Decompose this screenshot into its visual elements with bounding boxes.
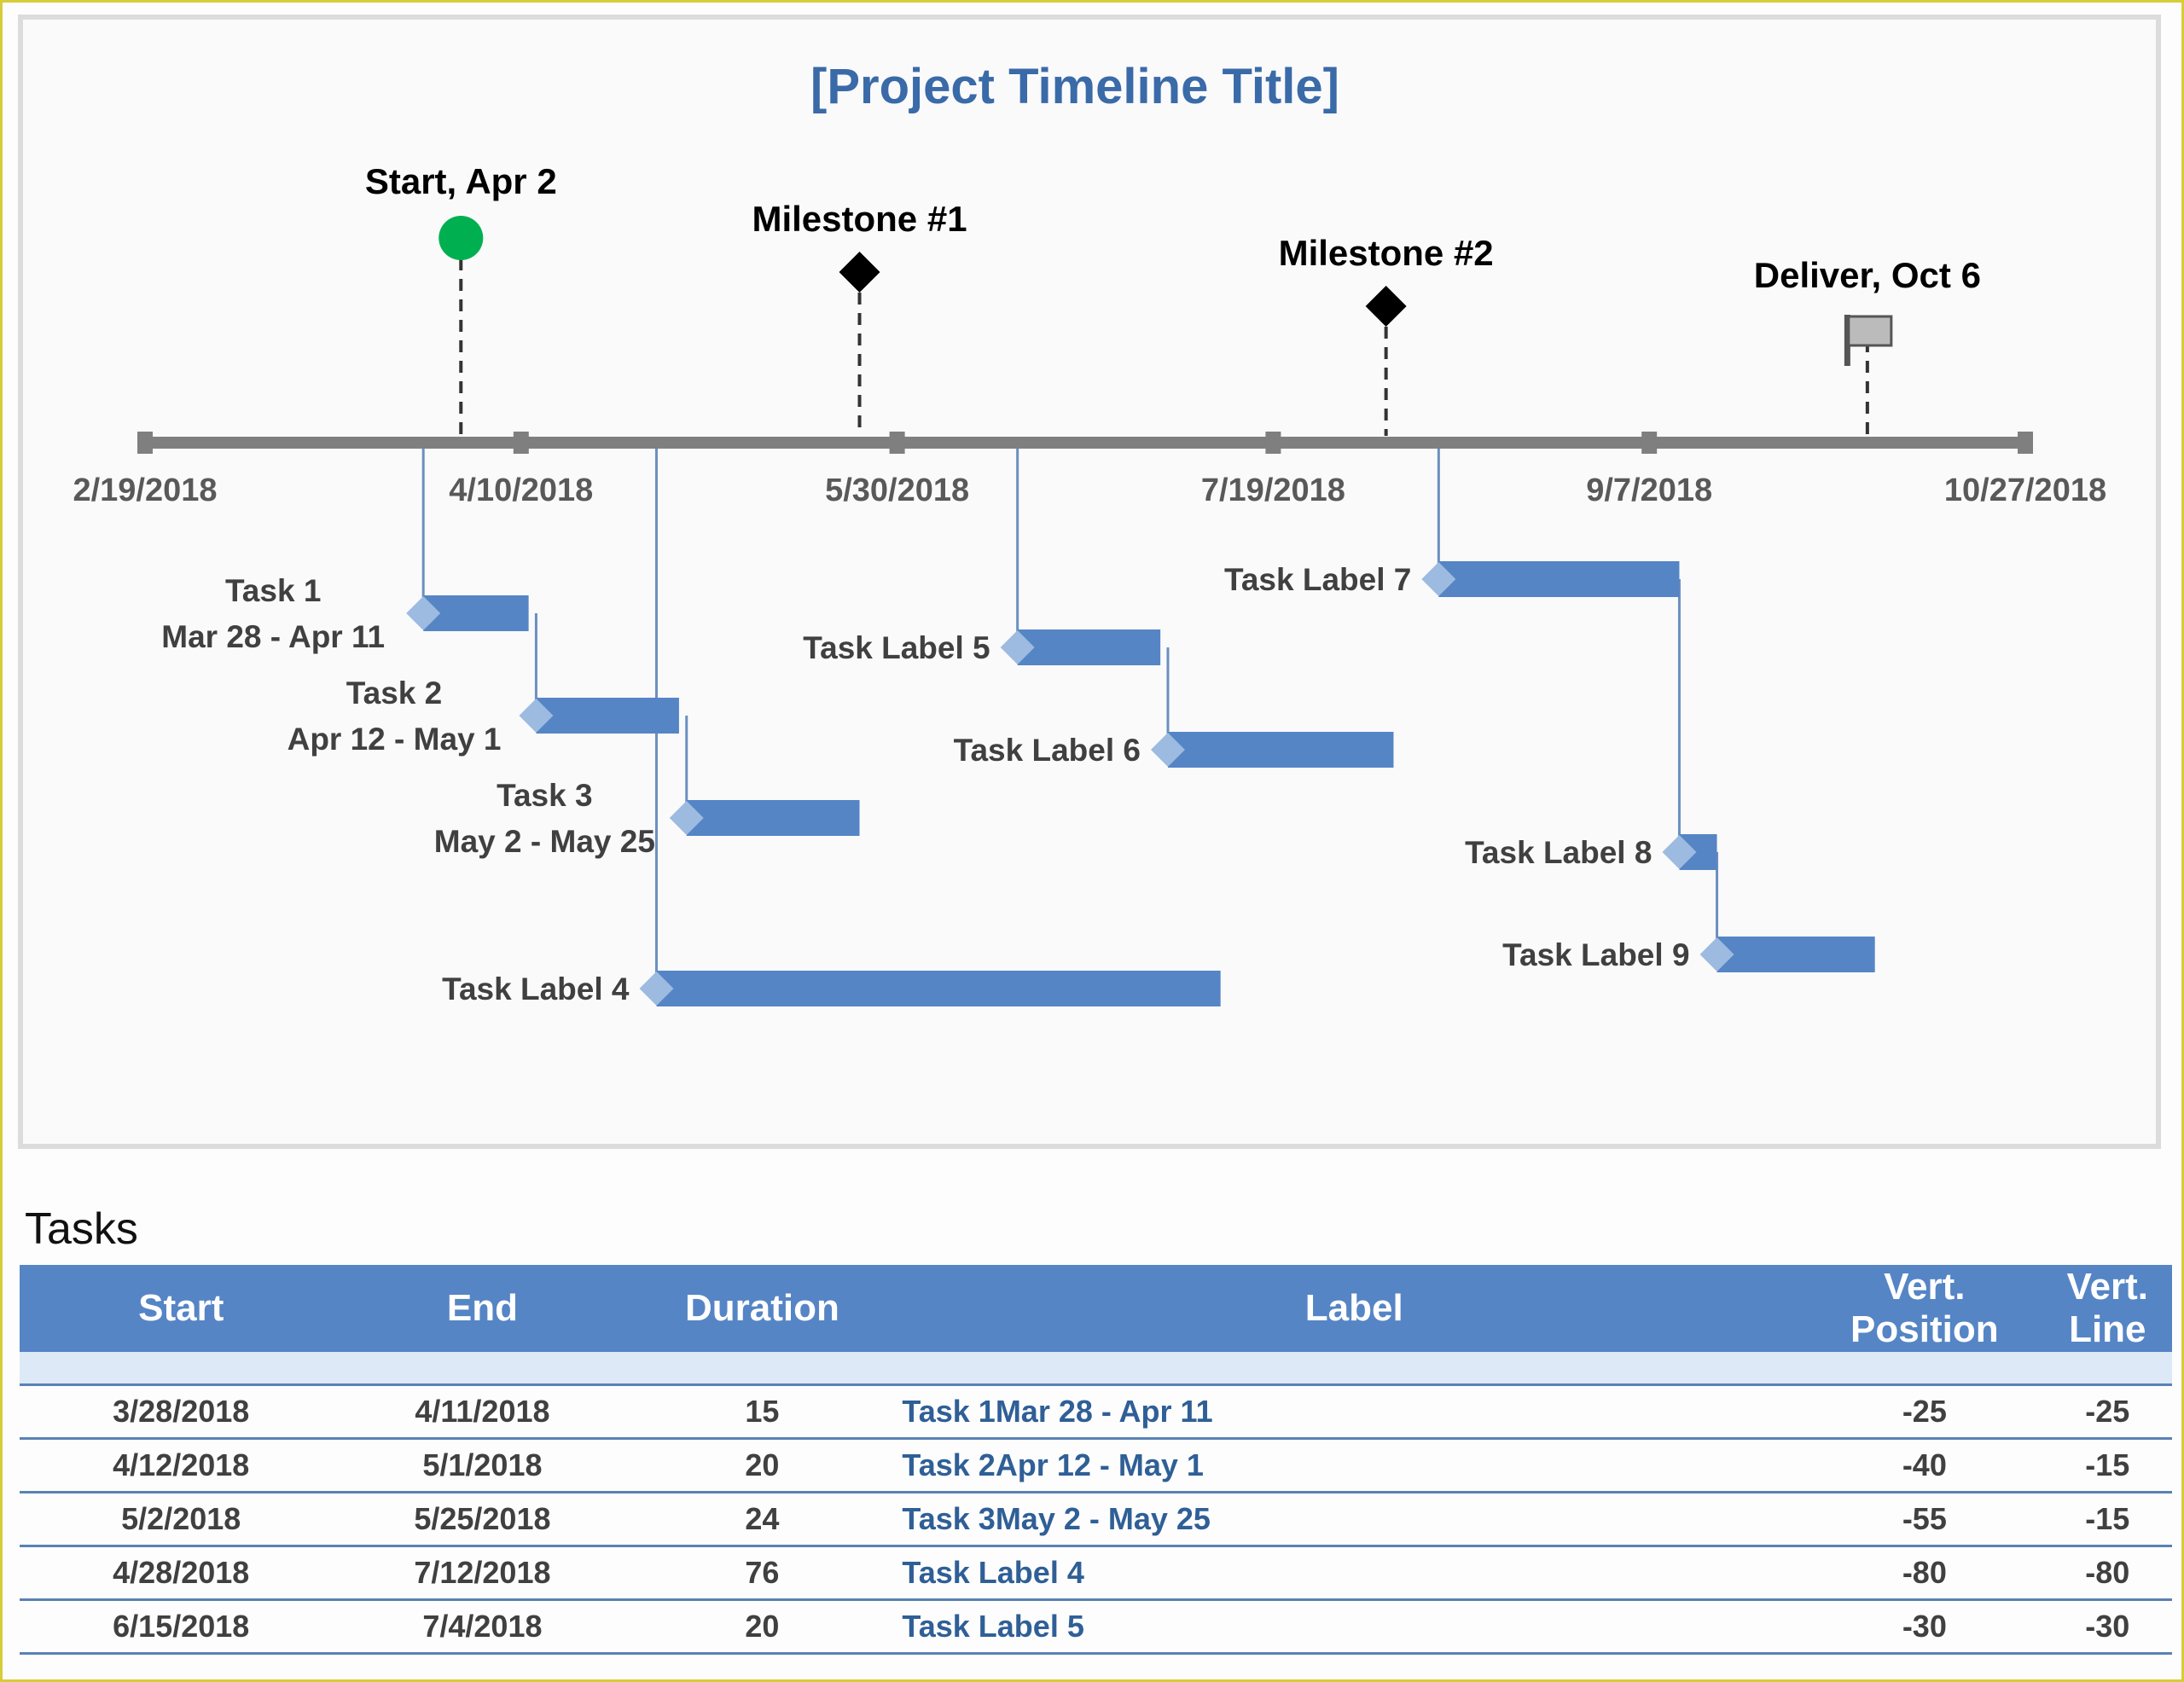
column-header[interactable]: End bbox=[342, 1265, 623, 1352]
table-cell[interactable]: 24 bbox=[622, 1492, 903, 1547]
table-cell[interactable]: -15 bbox=[2042, 1492, 2172, 1547]
axis-tick bbox=[1265, 432, 1281, 454]
task-label: Apr 12 - May 1 bbox=[288, 722, 502, 757]
table-cell[interactable]: Task 2Apr 12 - May 1 bbox=[902, 1438, 1807, 1494]
task-start-diamond-icon bbox=[519, 699, 554, 733]
task-start-diamond-icon bbox=[1150, 733, 1185, 767]
table-cell[interactable]: 6/15/2018 bbox=[20, 1599, 343, 1655]
table-cell[interactable]: Task 3May 2 - May 25 bbox=[902, 1492, 1807, 1547]
flag-cloth bbox=[1847, 315, 1893, 347]
table-cell[interactable]: -80 bbox=[1806, 1546, 2043, 1601]
task-start-diamond-icon bbox=[1662, 835, 1697, 869]
tasks-table-title: Tasks bbox=[25, 1204, 138, 1254]
table-cell[interactable]: 7/12/2018 bbox=[342, 1546, 623, 1601]
table-cell[interactable]: Task Label 4 bbox=[902, 1546, 1807, 1601]
task-label: Task 2 bbox=[346, 676, 442, 710]
axis-tick-label: 5/30/2018 bbox=[825, 473, 969, 508]
task-label: Task Label 8 bbox=[1465, 835, 1652, 870]
task-start-diamond-icon bbox=[1421, 562, 1456, 596]
task-start-diamond-icon bbox=[1000, 630, 1035, 664]
axis-tick-label: 7/19/2018 bbox=[1201, 473, 1345, 508]
table-cell[interactable]: -15 bbox=[2042, 1438, 2172, 1494]
table-cell[interactable]: 4/12/2018 bbox=[20, 1438, 343, 1494]
axis-tick bbox=[889, 432, 905, 454]
start-circle-icon bbox=[439, 216, 484, 260]
table-cell[interactable]: 4/11/2018 bbox=[342, 1384, 623, 1440]
task-start-diamond-icon bbox=[669, 801, 704, 835]
axis-tick-label: 9/7/2018 bbox=[1586, 473, 1712, 508]
table-cell[interactable]: 5/2/2018 bbox=[20, 1492, 343, 1547]
task-bar bbox=[686, 800, 860, 836]
table-cell[interactable]: -55 bbox=[1806, 1492, 2043, 1547]
axis-tick-label: 10/27/2018 bbox=[1944, 473, 2106, 508]
table-cell[interactable]: -25 bbox=[2042, 1384, 2172, 1440]
table-cell[interactable]: 3/28/2018 bbox=[20, 1384, 343, 1440]
task-bar bbox=[1017, 629, 1161, 665]
column-header[interactable]: Vert. Position bbox=[1806, 1265, 2043, 1352]
task-bar bbox=[536, 698, 679, 734]
milestone-label: Start, Apr 2 bbox=[365, 161, 557, 201]
column-header[interactable]: Label bbox=[902, 1265, 1807, 1352]
milestone-label: Milestone #1 bbox=[752, 199, 967, 239]
table-cell[interactable]: 76 bbox=[622, 1546, 903, 1601]
task-label: May 2 - May 25 bbox=[434, 824, 655, 859]
axis-tick-label: 2/19/2018 bbox=[73, 473, 217, 508]
task-bar bbox=[1167, 732, 1394, 768]
table-cell[interactable]: 5/25/2018 bbox=[342, 1492, 623, 1547]
task-label: Task Label 5 bbox=[803, 630, 990, 665]
table-cell[interactable]: -25 bbox=[1806, 1384, 2043, 1440]
task-bar bbox=[423, 595, 529, 631]
task-label: Task Label 7 bbox=[1224, 562, 1411, 597]
axis-tick bbox=[137, 432, 153, 454]
table-cell[interactable]: -40 bbox=[1806, 1438, 2043, 1494]
task-label: Task Label 4 bbox=[442, 972, 630, 1006]
task-start-diamond-icon bbox=[406, 596, 441, 630]
task-bar bbox=[1716, 937, 1875, 972]
task-label: Task 3 bbox=[497, 778, 592, 813]
axis-tick bbox=[513, 432, 529, 454]
column-header[interactable]: Vert. Line bbox=[2042, 1265, 2172, 1352]
task-start-diamond-icon bbox=[639, 972, 674, 1006]
table-blank-row bbox=[20, 1352, 2172, 1386]
table-cell[interactable]: 4/28/2018 bbox=[20, 1546, 343, 1601]
timeline-chart: [Project Timeline Title] 2/19/2018 4/10/2… bbox=[73, 59, 2106, 1006]
checkered-flag-icon bbox=[1844, 315, 1893, 366]
column-header[interactable]: Start bbox=[20, 1265, 343, 1352]
axis-tick bbox=[2018, 432, 2033, 454]
task-label: Task Label 9 bbox=[1502, 937, 1689, 972]
task-label: Task 1 bbox=[225, 573, 321, 608]
task-label: Task Label 6 bbox=[954, 733, 1141, 768]
milestone-diamond-icon bbox=[1365, 286, 1407, 327]
table-cell[interactable]: 20 bbox=[622, 1438, 903, 1494]
table-cell[interactable]: 7/4/2018 bbox=[342, 1599, 623, 1655]
table-cell[interactable]: -80 bbox=[2042, 1546, 2172, 1601]
task-start-diamond-icon bbox=[1699, 937, 1734, 972]
task-bar bbox=[1438, 561, 1680, 597]
milestone-label: Deliver, Oct 6 bbox=[1754, 255, 1981, 295]
milestone-label: Milestone #2 bbox=[1279, 233, 1494, 273]
table-cell[interactable]: Task 1Mar 28 - Apr 11 bbox=[902, 1384, 1807, 1440]
task-bar bbox=[656, 971, 1221, 1006]
table-cell[interactable]: -30 bbox=[1806, 1599, 2043, 1655]
table-cell[interactable]: 5/1/2018 bbox=[342, 1438, 623, 1494]
task-label: Mar 28 - Apr 11 bbox=[161, 619, 385, 654]
milestone-diamond-icon bbox=[839, 252, 880, 293]
axis-tick bbox=[1641, 432, 1658, 454]
axis-tick-label: 4/10/2018 bbox=[449, 473, 593, 508]
table-cell[interactable]: Task Label 5 bbox=[902, 1599, 1807, 1655]
table-cell[interactable]: 20 bbox=[622, 1599, 903, 1655]
column-header[interactable]: Duration bbox=[622, 1265, 903, 1352]
table-cell[interactable]: -30 bbox=[2042, 1599, 2172, 1655]
table-cell[interactable]: 15 bbox=[622, 1384, 903, 1440]
chart-title: [Project Timeline Title] bbox=[810, 59, 1339, 114]
